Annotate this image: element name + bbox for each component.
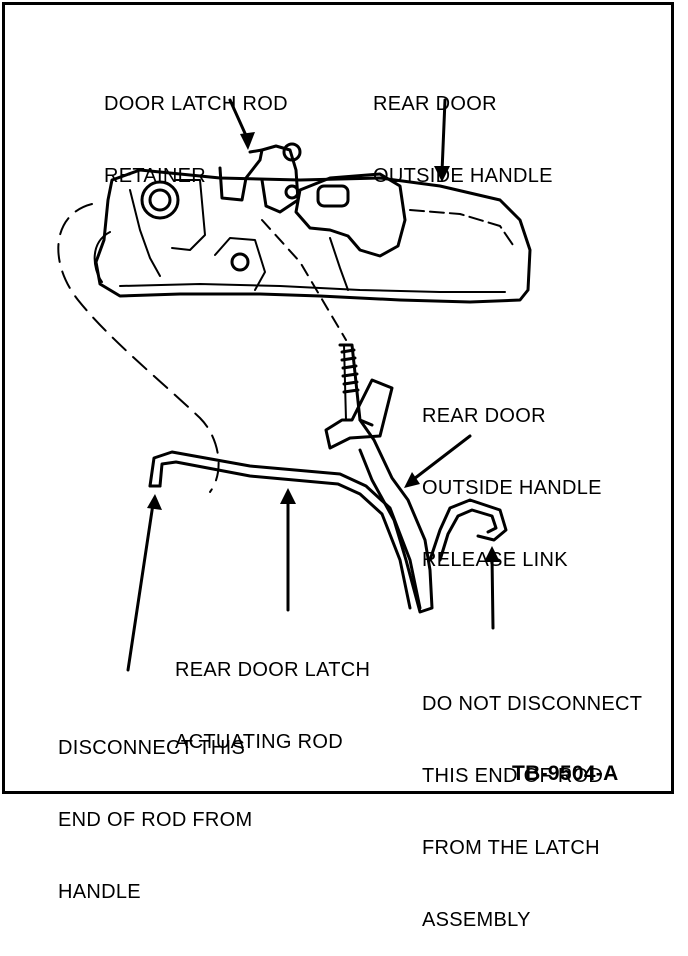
label-do-not-disconnect: DO NOT DISCONNECT THIS END OF ROD FROM T… [422, 693, 643, 931]
label-actuating-rod: REAR DOOR LATCH ACTUATING ROD [175, 659, 371, 753]
label-door-latch-rod-retainer: DOOR LATCH ROD RETAINER [104, 93, 288, 187]
label-disconnect-this-end: DISCONNECT THIS END OF ROD FROM HANDLE [58, 737, 253, 903]
actuating-rod [148, 450, 508, 610]
leader-lines [126, 98, 495, 672]
figure-frame [2, 2, 674, 794]
label-rear-door-outside-handle: REAR DOOR OUTSIDE HANDLE [373, 93, 553, 187]
handle-housing [94, 168, 532, 304]
figure-code: TB-9504-A [512, 762, 619, 785]
release-link [324, 343, 434, 614]
rod-swing-path [57, 203, 220, 493]
spring-coil [140, 180, 180, 220]
door-handle-illustration [57, 98, 532, 672]
handle-lever [294, 172, 407, 258]
arrow-heads [147, 132, 500, 562]
label-release-link: REAR DOOR OUTSIDE HANDLE RELEASE LINK [422, 405, 602, 571]
